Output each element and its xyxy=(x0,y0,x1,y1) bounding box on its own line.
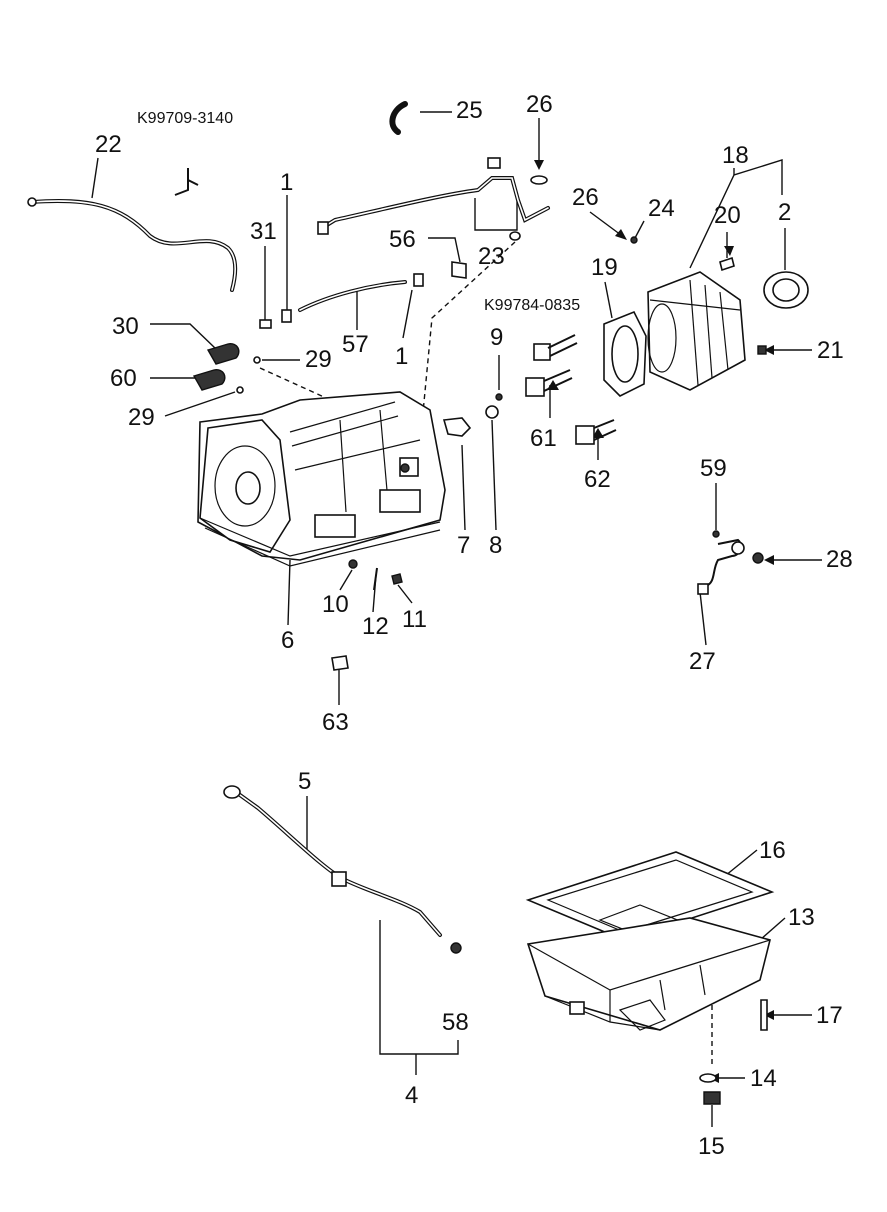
callout-17: 17 xyxy=(816,1002,843,1029)
part-56-clip xyxy=(451,261,467,279)
part-29-plug-b xyxy=(236,386,244,394)
callout-8: 8 xyxy=(489,532,502,559)
part-15-drain-plug xyxy=(703,1091,721,1105)
callout-56: 56 xyxy=(389,226,416,253)
part-31-bolt xyxy=(259,319,272,329)
callout-11: 11 xyxy=(402,606,427,633)
callout-1-mid: 1 xyxy=(395,343,408,370)
part-63-plug xyxy=(331,655,349,671)
callout-30: 30 xyxy=(112,313,139,340)
part-26-washer xyxy=(530,175,548,185)
part-7-bracket xyxy=(442,417,472,437)
part-number-k99784: K99784-0835 xyxy=(484,297,580,314)
part-29-plug-a xyxy=(253,356,261,364)
part-5-dipstick-tube xyxy=(223,785,462,954)
callout-31: 31 xyxy=(250,218,277,245)
part-12-pin xyxy=(373,567,378,591)
part-10-plug xyxy=(348,559,358,569)
extension-housing xyxy=(647,271,746,391)
callout-63: 63 xyxy=(322,709,349,736)
part-60-elbow xyxy=(192,369,226,391)
part-17-bolt xyxy=(760,999,768,1031)
callout-12: 12 xyxy=(362,613,389,640)
part-1-clamp-a xyxy=(281,309,292,323)
part-62-bolt xyxy=(575,419,617,445)
part-23-pipe xyxy=(317,157,550,241)
callout-27: 27 xyxy=(689,648,716,675)
callout-61: 61 xyxy=(530,425,557,452)
part-20-bolt xyxy=(719,256,735,272)
part-25-hose xyxy=(389,101,408,135)
callout-14: 14 xyxy=(750,1065,777,1092)
part-14-washer xyxy=(699,1073,717,1083)
part-13-oil-pan xyxy=(526,917,771,1031)
callout-10: 10 xyxy=(322,591,349,618)
part-11-clip xyxy=(391,573,403,585)
callout-58: 58 xyxy=(442,1009,469,1036)
callout-21: 21 xyxy=(817,337,844,364)
callout-57: 57 xyxy=(342,331,369,358)
part-9-plug xyxy=(495,393,503,401)
callout-23: 23 xyxy=(478,243,505,270)
part-21-bolt xyxy=(757,345,767,355)
callout-24: 24 xyxy=(648,195,675,222)
bolt-k99784 xyxy=(533,334,578,361)
callout-7: 7 xyxy=(457,532,470,559)
part-59-screw xyxy=(712,530,720,538)
callout-20: 20 xyxy=(714,202,741,229)
callout-19: 19 xyxy=(591,254,618,281)
callout-6: 6 xyxy=(281,627,294,654)
callout-62: 62 xyxy=(584,466,611,493)
callout-15: 15 xyxy=(698,1133,725,1160)
callout-1-top: 1 xyxy=(280,169,293,196)
callout-26-mid: 26 xyxy=(572,184,599,211)
callout-9: 9 xyxy=(490,324,503,351)
part-57-hose xyxy=(298,280,407,312)
part-24-plug xyxy=(630,236,638,244)
part-19-gasket xyxy=(603,310,647,397)
callout-29-low: 29 xyxy=(128,404,155,431)
part-22-cable xyxy=(27,197,238,292)
callout-59: 59 xyxy=(700,455,727,482)
callout-25: 25 xyxy=(456,97,483,124)
callout-5: 5 xyxy=(298,768,311,795)
part-1-clamp-b xyxy=(413,273,424,287)
callout-13: 13 xyxy=(788,904,815,931)
callout-29-top: 29 xyxy=(305,346,332,373)
part-27-sensor xyxy=(697,538,745,595)
callout-26-top: 26 xyxy=(526,91,553,118)
callout-18: 18 xyxy=(722,142,749,169)
callout-60: 60 xyxy=(110,365,137,392)
callout-4: 4 xyxy=(405,1082,418,1109)
bracket-k99709 xyxy=(174,168,199,196)
part-8-fitting xyxy=(485,405,499,419)
part-30-elbow xyxy=(206,343,240,365)
callout-2: 2 xyxy=(778,199,791,226)
callout-22: 22 xyxy=(95,131,122,158)
callout-16: 16 xyxy=(759,837,786,864)
part-number-k99709: K99709-3140 xyxy=(137,110,233,127)
transmission-case xyxy=(197,391,446,567)
callout-28: 28 xyxy=(826,546,853,573)
part-61-bolt xyxy=(525,369,573,397)
part-28-bolt xyxy=(752,552,764,564)
part-2-seal xyxy=(763,271,809,309)
leader-lines xyxy=(91,111,822,1127)
